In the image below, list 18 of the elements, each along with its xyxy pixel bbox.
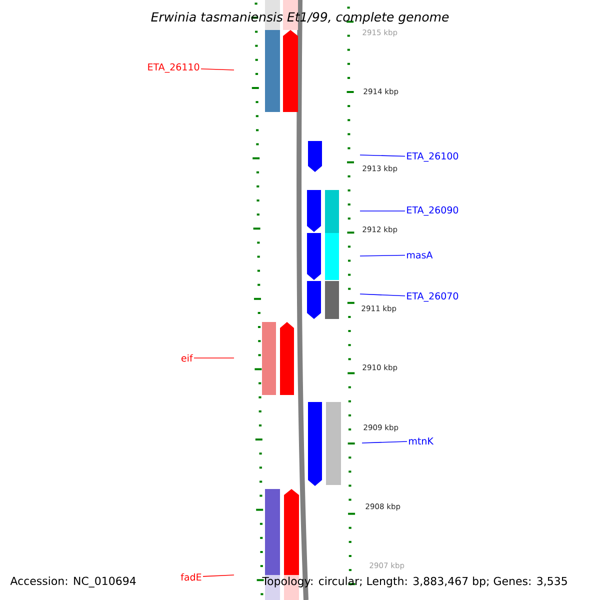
leader-line [360, 154, 406, 157]
gene-label: mtnK [409, 438, 434, 444]
gene-label: masA [407, 251, 433, 259]
title: Erwinia tasmaniensis Et1/99, complete genome [151, 12, 449, 24]
gene-label: eif [182, 354, 193, 362]
footer-text: Accession: NC_010694 [10, 576, 136, 588]
gene-label: ETA_26090 [407, 206, 458, 216]
leader-line [360, 210, 406, 212]
gene-label: fadE [180, 573, 202, 581]
gene-label: ETA_26100 [407, 152, 458, 162]
leader-line [362, 441, 408, 444]
leader-line [202, 574, 234, 577]
leader-line [200, 68, 234, 70]
leader-line [360, 294, 406, 296]
leader-line [360, 254, 406, 256]
gene-label: ETA_26110 [148, 63, 200, 73]
gene-label: ETA_26070 [407, 292, 458, 302]
footer-text: Topology: circular; Length: 3,883,467 bp; Genes: 3,535 [262, 576, 567, 588]
